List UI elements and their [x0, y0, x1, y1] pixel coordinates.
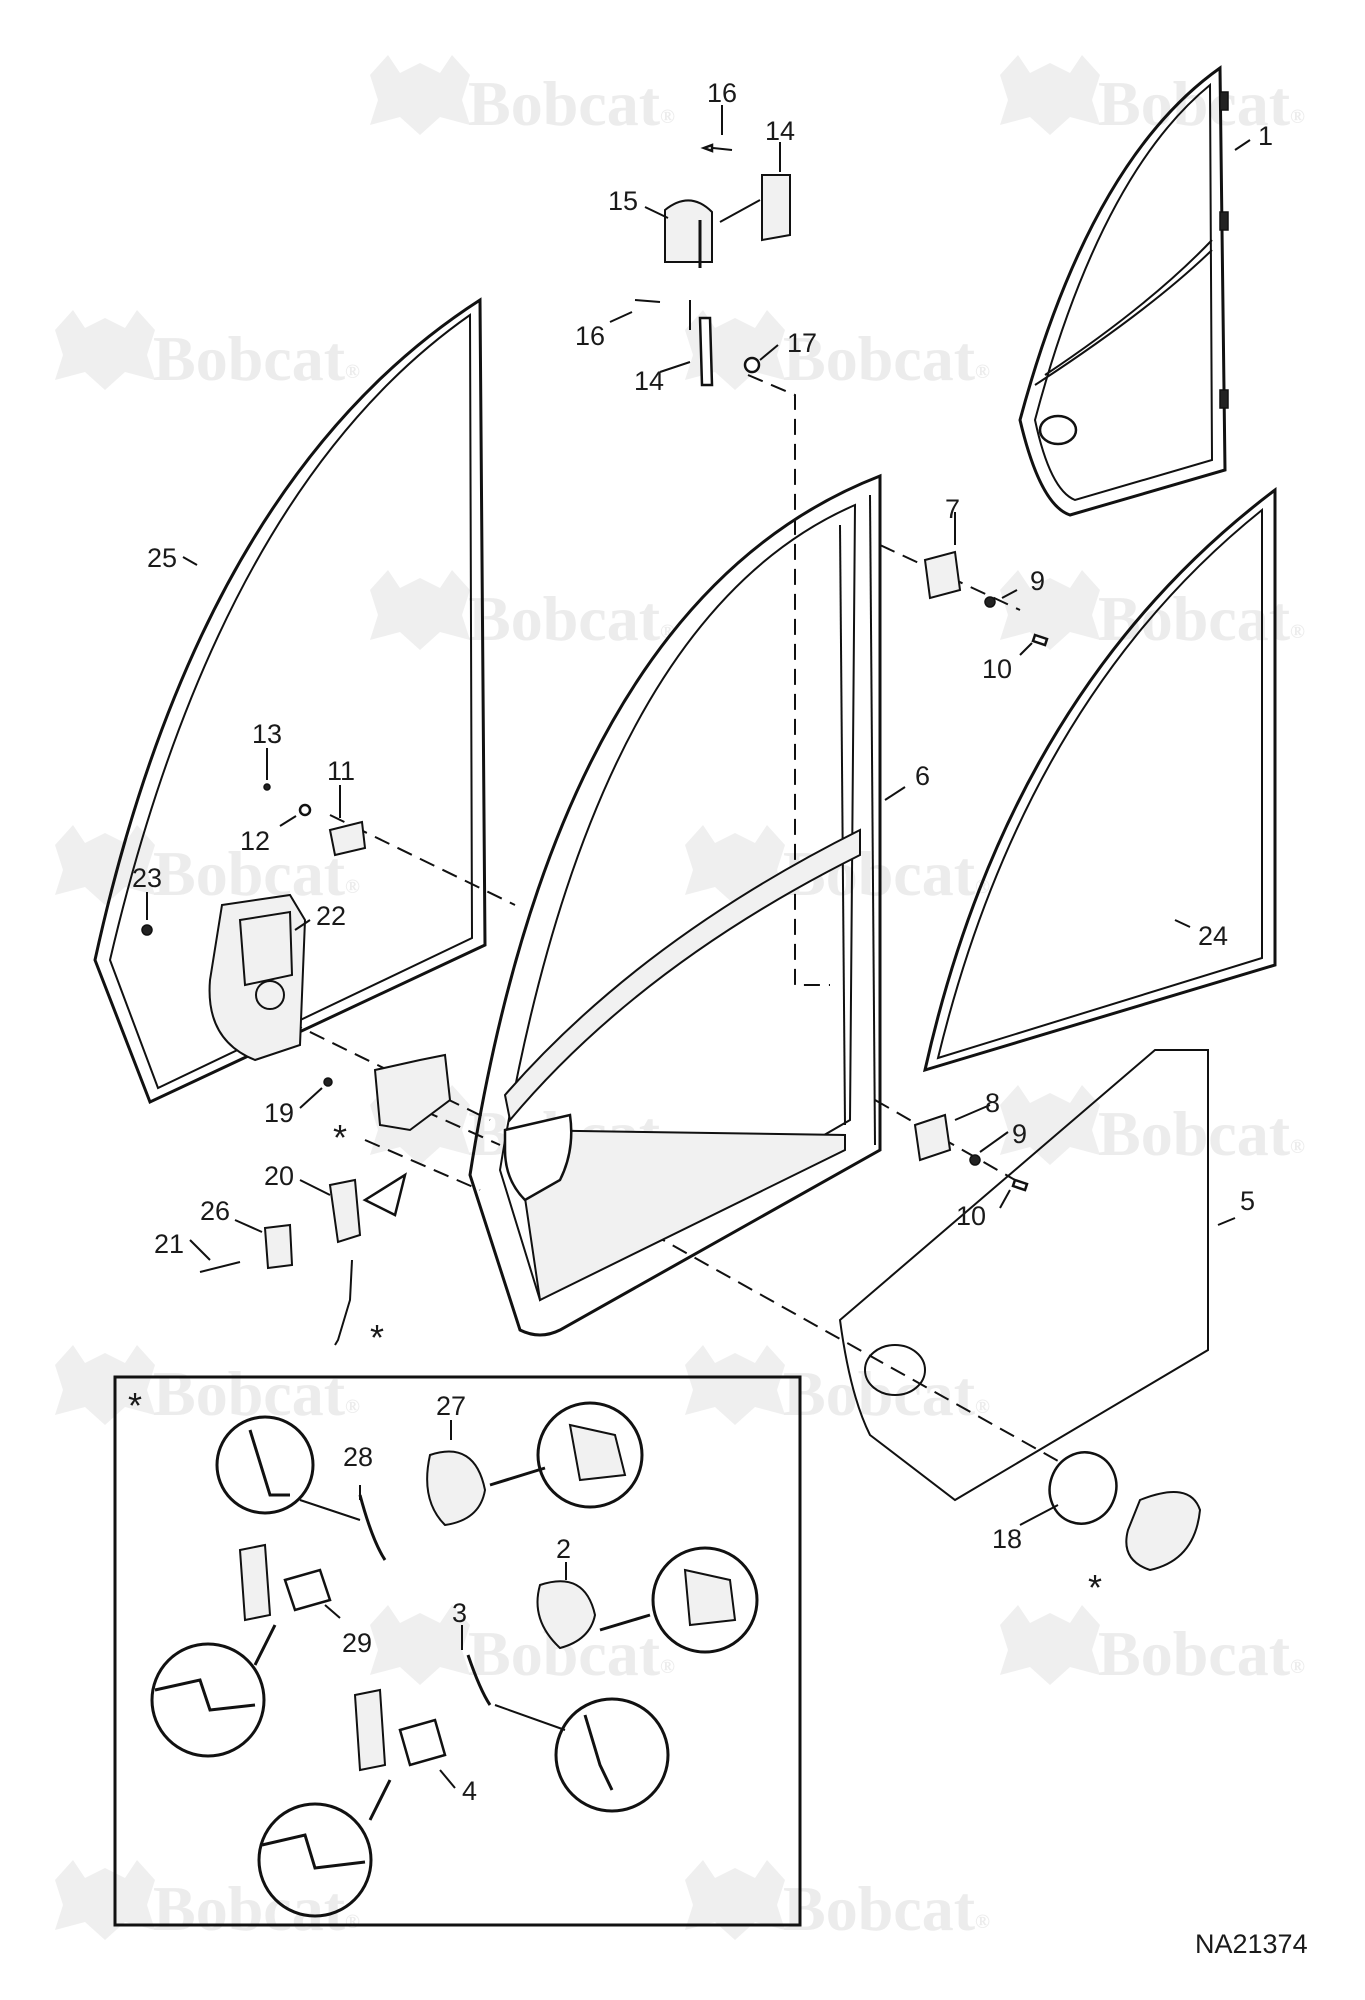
- registered-mark: ®: [1290, 621, 1305, 643]
- callout-15: 15: [608, 186, 638, 216]
- callout-9: 9: [1012, 1119, 1027, 1149]
- callout-16: 16: [707, 78, 737, 108]
- callout-26: 26: [200, 1196, 230, 1226]
- watermark: Bobcat®: [1000, 1085, 1305, 1169]
- door-assembly: [1018, 65, 1229, 517]
- detail-inset: [113, 1375, 802, 1927]
- detail-marker: *: [370, 1317, 384, 1358]
- callout-9: 9: [1030, 566, 1045, 596]
- registered-mark: ®: [1290, 106, 1305, 128]
- callout-1: 1: [1258, 121, 1273, 151]
- watermark: Bobcat®: [370, 570, 675, 654]
- watermark-text: Bobcat®: [1098, 1618, 1305, 1689]
- front-window-seal: [922, 486, 1277, 1073]
- registered-mark: ®: [975, 361, 990, 383]
- hinge-bracket-lower: [913, 1113, 1029, 1192]
- latch-cover-group: [141, 783, 367, 1062]
- callouts: 16 14 15 16 17 14 1 25 7 9 10 6 13 11 12…: [128, 78, 1273, 1806]
- callout-13: 13: [252, 719, 282, 749]
- leader-lines: [146, 105, 1251, 1789]
- hinge-bracket-upper: [923, 550, 1049, 647]
- callout-23: 23: [132, 863, 162, 893]
- registered-mark: ®: [975, 1396, 990, 1418]
- callout-20: 20: [264, 1161, 294, 1191]
- watermark-text: Bobcat®: [783, 323, 990, 394]
- registered-mark: ®: [660, 1656, 675, 1678]
- callout-2: 2: [556, 1534, 571, 1564]
- detail-marker: *: [333, 1117, 347, 1158]
- watermark-text: Bobcat®: [153, 323, 360, 394]
- watermark: Bobcat®: [55, 825, 360, 909]
- registered-mark: ®: [345, 361, 360, 383]
- registered-mark: ®: [975, 1911, 990, 1933]
- upper-hinge-parts: [634, 143, 791, 387]
- watermark: Bobcat®: [1000, 570, 1305, 654]
- trim-ring: [1048, 1451, 1118, 1525]
- watermark-text: Bobcat®: [1098, 583, 1305, 654]
- callout-25: 25: [147, 543, 177, 573]
- callout-3: 3: [452, 1598, 467, 1628]
- door-frame: [468, 473, 882, 1337]
- registered-mark: ®: [1290, 1656, 1305, 1678]
- door-handle: [1125, 1491, 1202, 1572]
- registered-mark: ®: [345, 1396, 360, 1418]
- callout-21: 21: [154, 1229, 184, 1259]
- callout-5: 5: [1240, 1186, 1255, 1216]
- callout-17: 17: [787, 328, 817, 358]
- callout-10: 10: [956, 1201, 986, 1231]
- watermark: Bobcat®: [685, 1860, 990, 1944]
- watermark: Bobcat®: [55, 1345, 360, 1429]
- watermark-text: Bobcat®: [153, 1873, 360, 1944]
- callout-24: 24: [1198, 921, 1228, 951]
- door-glass: [838, 1049, 1209, 1502]
- callout-29: 29: [342, 1628, 372, 1658]
- watermark-text: Bobcat®: [783, 1873, 990, 1944]
- detail-marker: *: [128, 1385, 142, 1426]
- callout-22: 22: [316, 901, 346, 931]
- registered-mark: ®: [1290, 1136, 1305, 1158]
- watermark-text: Bobcat®: [468, 583, 675, 654]
- callout-14: 14: [765, 116, 795, 146]
- callout-14: 14: [634, 366, 664, 396]
- rear-window-seal: [93, 297, 487, 1105]
- watermark: Bobcat®: [1000, 55, 1305, 139]
- watermark-text: Bobcat®: [468, 68, 675, 139]
- watermark: Bobcat®: [55, 1860, 360, 1944]
- callout-11: 11: [327, 756, 355, 786]
- callout-16: 16: [575, 321, 605, 351]
- callout-19: 19: [264, 1098, 294, 1128]
- callout-27: 27: [436, 1391, 466, 1421]
- callout-4: 4: [462, 1776, 477, 1806]
- callout-8: 8: [985, 1088, 1000, 1118]
- detail-marker: *: [1088, 1567, 1102, 1608]
- registered-mark: ®: [660, 106, 675, 128]
- watermark-text: Bobcat®: [1098, 1098, 1305, 1169]
- watermark: Bobcat®: [55, 310, 360, 394]
- callout-7: 7: [945, 494, 960, 524]
- callout-28: 28: [343, 1442, 373, 1472]
- registered-mark: ®: [345, 876, 360, 898]
- callout-18: 18: [992, 1524, 1022, 1554]
- watermark: Bobcat®: [370, 55, 675, 139]
- registered-mark: ®: [660, 621, 675, 643]
- watermark: Bobcat®: [370, 1605, 675, 1689]
- drawing-number: NA21374: [1195, 1929, 1308, 1959]
- callout-10: 10: [982, 654, 1012, 684]
- callout-6: 6: [915, 761, 930, 791]
- registered-mark: ®: [345, 1911, 360, 1933]
- callout-12: 12: [240, 826, 270, 856]
- watermark: Bobcat®: [1000, 1605, 1305, 1689]
- watermark-text: Bobcat®: [153, 838, 360, 909]
- lock-assembly-group: [199, 1053, 452, 1346]
- watermark-text: Bobcat®: [1098, 68, 1305, 139]
- watermark: Bobcat®: [685, 310, 990, 394]
- watermark: Bobcat®: [685, 1345, 990, 1429]
